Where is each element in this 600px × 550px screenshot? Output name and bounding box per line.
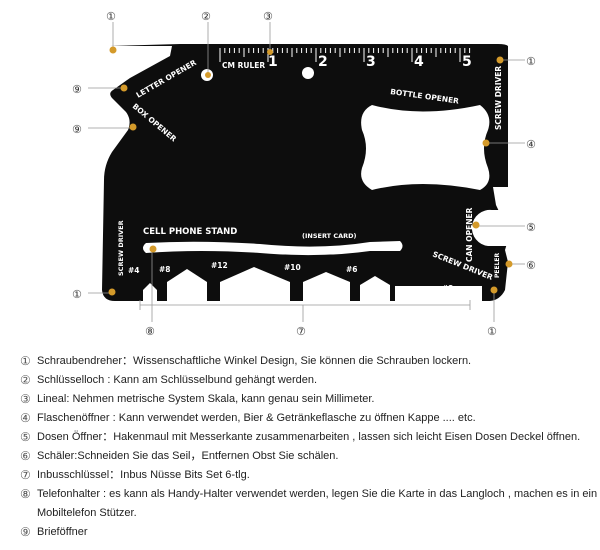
hex-cutout xyxy=(395,286,482,301)
hex-size-label: #8 xyxy=(159,265,171,274)
description-item: ⑥ Schäler:Schneiden Sie das Seil，Entferne… xyxy=(20,447,600,466)
item-number: ② xyxy=(20,373,31,387)
hex-cutout xyxy=(220,267,290,301)
hex-cutout xyxy=(143,283,157,301)
ruler-number: 3 xyxy=(366,54,376,70)
callout-marker: ⑧ xyxy=(145,325,155,338)
peeler-label: PEELER xyxy=(494,252,501,278)
item-text: Mobiltelefon Stützer. xyxy=(37,507,137,519)
ruler-number: 5 xyxy=(462,54,472,70)
multitool-card-diagram: 1 2 3 4 5 CM RULER LETTER OPENER BOX OPE… xyxy=(72,10,536,338)
callout-marker: ④ xyxy=(526,138,536,151)
can-opener-cutout xyxy=(471,209,508,246)
item-number: ④ xyxy=(20,411,31,425)
cell-phone-stand-label: CELL PHONE STAND xyxy=(143,227,237,237)
callout-marker: ① xyxy=(72,288,82,301)
cm-ruler xyxy=(219,48,471,62)
hex-cutout xyxy=(303,272,350,301)
ruler-number: 2 xyxy=(318,54,328,70)
description-item: ⑨ Brieföffner xyxy=(20,523,600,542)
item-number: ⑧ xyxy=(20,487,31,501)
item-text: Brieföffner xyxy=(37,526,88,538)
callout-marker: ⑤ xyxy=(526,221,536,234)
description-item: ② Schlüsselloch : Kann am Schlüsselbund g… xyxy=(20,371,600,390)
callout-marker: ⑦ xyxy=(296,325,306,338)
description-item: ① Schraubendreher：Wissenschaftliche Winke… xyxy=(20,352,600,371)
screw-driver-right-label: SCREW DRIVER xyxy=(494,66,503,130)
can-opener-label: CAN OPENER xyxy=(465,207,474,262)
hex-size-label: #12 xyxy=(211,261,228,270)
callout-marker: ⑨ xyxy=(72,83,82,96)
description-item: ⑦ Inbusschlüssel：Inbus Nüsse Bits Set 6-t… xyxy=(20,466,600,485)
feature-description-list: ① Schraubendreher：Wissenschaftliche Winke… xyxy=(20,352,600,542)
callout-marker: ② xyxy=(201,10,211,23)
screw-driver-left-label: SCREW DRIVER xyxy=(117,220,125,276)
callout-marker: ⑨ xyxy=(72,123,82,136)
description-item: ⑧ Telefonhalter : es kann als Handy-Halte… xyxy=(20,485,600,504)
hex-cutout xyxy=(360,276,390,301)
insert-card-label: (INSERT CARD) xyxy=(302,232,357,240)
cm-ruler-label: CM RULER xyxy=(222,61,265,70)
callout-marker: ① xyxy=(487,325,497,338)
item-number: ① xyxy=(20,354,31,368)
item-number: ⑤ xyxy=(20,430,31,444)
item-number: ⑥ xyxy=(20,449,31,463)
bottle-opener-cutout xyxy=(361,105,490,190)
hex-size-label: #4 xyxy=(128,266,140,275)
item-number: ③ xyxy=(20,392,31,406)
item-text: Schlüsselloch : Kann am Schlüsselbund ge… xyxy=(37,374,318,386)
callout-marker: ① xyxy=(106,10,116,23)
ruler-number: 4 xyxy=(414,54,424,70)
hex-size-label: #6 xyxy=(346,265,358,274)
ruler-hole xyxy=(302,67,314,79)
item-text: Telefonhalter : es kann als Handy-Halter… xyxy=(37,488,598,500)
callout-marker: ① xyxy=(526,55,536,68)
item-text: Lineal: Nehmen metrische System Skala, k… xyxy=(37,393,375,405)
hex-cutout xyxy=(167,269,207,301)
hex-size-label: #10 xyxy=(284,263,301,272)
item-text: Schraubendreher：Wissenschaftliche Winkel… xyxy=(37,355,472,367)
callout-marker: ③ xyxy=(263,10,273,23)
item-number: ⑦ xyxy=(20,468,31,482)
description-item: ④ Flaschenöffner : Kann verwendet werden,… xyxy=(20,409,600,428)
card-body xyxy=(102,44,508,301)
item-number: ⑨ xyxy=(20,525,31,539)
description-item: ③ Lineal: Nehmen metrische System Skala, … xyxy=(20,390,600,409)
hex-size-label: #2 xyxy=(442,284,454,293)
description-item-continuation: Mobiltelefon Stützer. xyxy=(20,504,600,523)
description-item: ⑤ Dosen Öffner：Hakenmaul mit Messerkante … xyxy=(20,428,600,447)
item-text: Schäler:Schneiden Sie das Seil，Entfernen… xyxy=(37,450,339,462)
ruler-number: 1 xyxy=(268,54,278,70)
callout-marker: ⑥ xyxy=(526,259,536,272)
item-text: Inbusschlüssel：Inbus Nüsse Bits Set 6-tl… xyxy=(37,469,250,481)
item-text: Flaschenöffner : Kann verwendet werden, … xyxy=(37,412,476,424)
cell-phone-stand-slot xyxy=(143,241,403,256)
item-text: Dosen Öffner：Hakenmaul mit Messerkante z… xyxy=(37,431,581,443)
